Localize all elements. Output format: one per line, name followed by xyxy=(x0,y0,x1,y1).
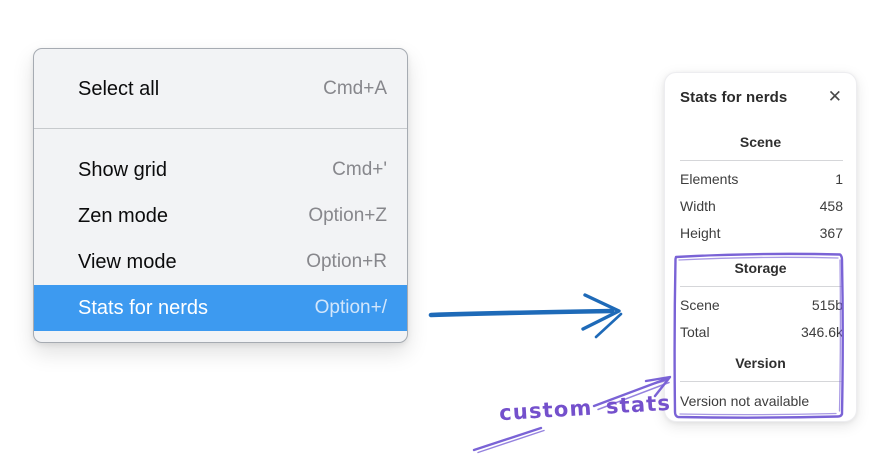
stat-label: Elements xyxy=(680,171,739,187)
stat-label: Total xyxy=(680,324,710,340)
stat-row-total-storage: Total 346.6k xyxy=(680,319,843,346)
menu-item-view-mode[interactable]: View mode Option+R xyxy=(34,239,407,285)
flow-arrow xyxy=(428,293,623,339)
menu-item-shortcut: Option+R xyxy=(306,251,387,272)
stat-label: Width xyxy=(680,198,716,214)
menu-item-select-all[interactable]: Select all Cmd+A xyxy=(34,66,407,112)
menu-item-stats-for-nerds[interactable]: Stats for nerds Option+/ xyxy=(34,285,407,331)
menu-section-bottom: Show grid Cmd+' Zen mode Option+Z View m… xyxy=(34,129,407,342)
close-button[interactable]: ✕ xyxy=(826,86,844,107)
stats-panel-header: Stats for nerds ✕ xyxy=(665,73,856,107)
stat-label: Scene xyxy=(680,297,720,313)
annotation-label: custom stats xyxy=(498,390,672,426)
stat-value: 515b xyxy=(811,297,843,313)
stats-panel: Stats for nerds ✕ Scene Elements 1 Width… xyxy=(664,72,857,422)
stat-value: 1 xyxy=(835,171,843,187)
stat-value: 367 xyxy=(819,225,843,241)
menu-item-label: Zen mode xyxy=(78,204,169,227)
menu-item-shortcut: Option+Z xyxy=(308,205,387,226)
menu-item-label: View mode xyxy=(78,250,177,273)
scene-section-rows: Elements 1 Width 458 Height 367 xyxy=(665,161,856,247)
version-note: Version not available xyxy=(680,393,810,409)
menu-item-show-grid[interactable]: Show grid Cmd+' xyxy=(34,147,407,193)
stat-label: Height xyxy=(680,225,721,241)
menu-divider xyxy=(34,128,407,129)
stats-panel-title: Stats for nerds xyxy=(680,88,788,106)
close-icon: ✕ xyxy=(827,86,842,107)
menu-item-shortcut: Option+/ xyxy=(314,297,387,318)
storage-section-header: Storage xyxy=(734,260,787,276)
storage-section-rows: Scene 515b Total 346.6k xyxy=(665,287,856,346)
context-menu: Select all Cmd+A Show grid Cmd+' Zen mod… xyxy=(33,48,408,343)
menu-item-label: Select all xyxy=(78,77,160,100)
stat-row-width: Width 458 xyxy=(680,193,843,220)
version-section-header: Version xyxy=(735,355,786,371)
menu-item-shortcut: Cmd+' xyxy=(332,159,387,180)
stat-value: 458 xyxy=(819,198,843,214)
menu-item-label: Show grid xyxy=(78,158,167,181)
scene-section-header: Scene xyxy=(739,134,782,150)
menu-item-label: Stats for nerds xyxy=(78,296,209,319)
stat-row-height: Height 367 xyxy=(680,220,843,247)
scene-section-divider xyxy=(680,160,843,161)
stat-value: 346.6k xyxy=(800,324,843,340)
menu-section-top: Select all Cmd+A xyxy=(34,49,407,128)
stat-row-elements: Elements 1 xyxy=(680,166,843,193)
stat-row-scene-storage: Scene 515b xyxy=(680,292,843,319)
menu-item-zen-mode[interactable]: Zen mode Option+Z xyxy=(34,193,407,239)
menu-item-shortcut: Cmd+A xyxy=(323,78,387,99)
